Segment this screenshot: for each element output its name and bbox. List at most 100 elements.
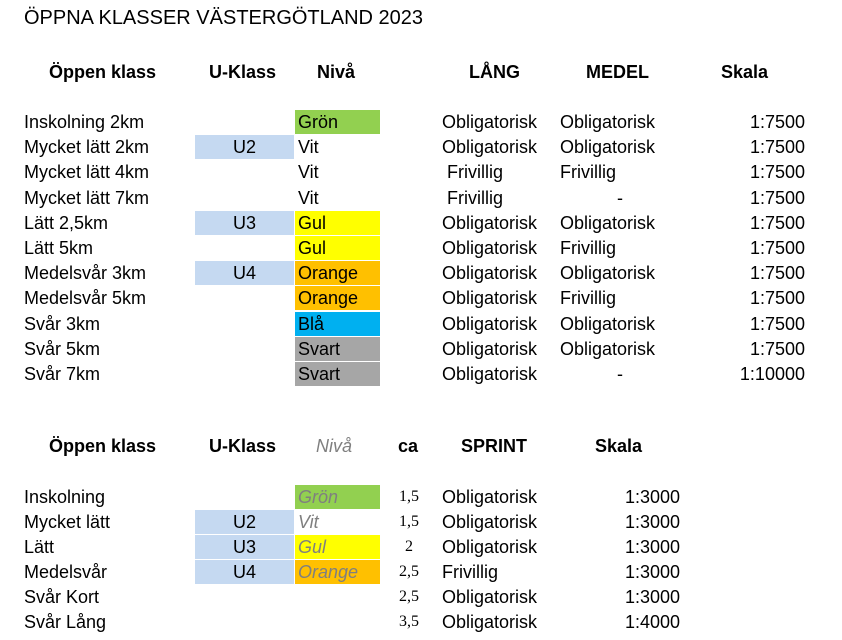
niva-cell: Grön — [298, 112, 339, 132]
niva-color-swatch — [295, 560, 380, 584]
niva-color-swatch — [295, 110, 380, 134]
klass-cell: Svår 7km — [24, 364, 101, 384]
header-niva: Nivå — [316, 436, 353, 456]
niva-cell: Vit — [298, 162, 319, 182]
skala-cell: 1:7500 — [749, 137, 805, 157]
header-lang: LÅNG — [469, 62, 520, 82]
klass-cell: Mycket lätt — [24, 512, 111, 532]
skala-cell: 1:3000 — [624, 587, 680, 607]
u-klass-cell: U2 — [232, 137, 256, 157]
niva-cell: Orange — [298, 562, 359, 582]
skala-cell: 1:3000 — [624, 562, 680, 582]
klass-cell: Svår Kort — [24, 587, 100, 607]
skala-cell: 1:3000 — [624, 487, 680, 507]
header-medel: MEDEL — [586, 62, 649, 82]
page-title: ÖPPNA KLASSER VÄSTERGÖTLAND 2023 — [24, 7, 424, 29]
lang-cell: Obligatorisk — [442, 213, 538, 233]
klass-cell: Medelsvår 3km — [24, 263, 147, 283]
lang-cell: Frivillig — [447, 188, 503, 208]
niva-cell: Gul — [298, 213, 327, 233]
u-klass-bg — [195, 135, 294, 159]
klass-cell: Medelsvår — [24, 562, 108, 582]
skala-cell: 1:3000 — [624, 537, 680, 557]
klass-cell: Svår Lång — [24, 612, 107, 632]
lang-cell: Obligatorisk — [442, 263, 538, 283]
header-skala: Skala — [721, 62, 769, 82]
lang-cell: Frivillig — [447, 162, 503, 182]
niva-cell: Orange — [298, 263, 359, 283]
medel-cell: Obligatorisk — [560, 263, 656, 283]
lang-cell: Obligatorisk — [442, 314, 538, 334]
niva-cell: Grön — [298, 487, 339, 507]
klass-cell: Medelsvår 5km — [24, 288, 147, 308]
u-klass-bg — [195, 510, 294, 534]
niva-cell: Vit — [298, 137, 319, 157]
skala-cell: 1:10000 — [739, 364, 805, 384]
klass-cell: Inskolning — [24, 487, 106, 507]
header-sprint: SPRINT — [461, 436, 528, 456]
klass-cell: Lätt 5km — [24, 238, 94, 258]
medel-cell: Frivillig — [560, 162, 616, 182]
u-klass-cell: U4 — [232, 562, 256, 582]
header-u-klass: U-Klass — [209, 62, 277, 82]
lang-cell: Obligatorisk — [442, 339, 538, 359]
u-klass-cell: U3 — [232, 213, 256, 233]
sprint-cell: Obligatorisk — [442, 612, 538, 632]
sprint-cell: Frivillig — [442, 562, 498, 582]
niva-color-swatch — [295, 261, 380, 285]
klass-cell: Mycket lätt 7km — [24, 188, 150, 208]
medel-cell: Obligatorisk — [560, 314, 656, 334]
skala-cell: 1:3000 — [624, 512, 680, 532]
skala-cell: 1:7500 — [749, 238, 805, 258]
sprint-cell: Obligatorisk — [442, 487, 538, 507]
medel-cell: Obligatorisk — [560, 339, 656, 359]
medel-cell: Frivillig — [560, 288, 616, 308]
niva-cell: Vit — [298, 512, 319, 532]
u-klass-bg — [195, 261, 294, 285]
niva-color-swatch — [295, 236, 380, 260]
skala-cell: 1:4000 — [624, 612, 680, 632]
niva-cell: Vit — [298, 188, 319, 208]
klass-cell: Svår 3km — [24, 314, 101, 334]
ca-cell: 1,5 — [399, 488, 419, 505]
sprint-cell: Obligatorisk — [442, 512, 538, 532]
medel-cell: Obligatorisk — [560, 137, 656, 157]
skala-cell: 1:7500 — [749, 288, 805, 308]
header-u-klass: U-Klass — [209, 436, 277, 456]
skala-cell: 1:7500 — [749, 213, 805, 233]
header-skala: Skala — [595, 436, 643, 456]
skala-cell: 1:7500 — [749, 314, 805, 334]
niva-cell: Gul — [298, 537, 327, 557]
skala-cell: 1:7500 — [749, 263, 805, 283]
u-klass-cell: U2 — [232, 512, 256, 532]
skala-cell: 1:7500 — [749, 112, 805, 132]
lang-cell: Obligatorisk — [442, 112, 538, 132]
niva-color-swatch — [295, 535, 380, 559]
sprint-cell: Obligatorisk — [442, 587, 538, 607]
header-ca: ca — [398, 436, 419, 456]
lang-cell: Obligatorisk — [442, 137, 538, 157]
klass-cell: Mycket lätt 2km — [24, 137, 150, 157]
skala-cell: 1:7500 — [749, 162, 805, 182]
header-oppen-klass: Öppen klass — [49, 62, 157, 82]
skala-cell: 1:7500 — [749, 339, 805, 359]
ca-cell: 2 — [405, 538, 413, 555]
klass-cell: Inskolning 2km — [24, 112, 145, 132]
skala-cell: 1:7500 — [749, 188, 805, 208]
ca-cell: 2,5 — [399, 563, 419, 580]
lang-cell: Obligatorisk — [442, 364, 538, 384]
header-oppen-klass: Öppen klass — [49, 436, 157, 456]
header-niva: Nivå — [317, 62, 356, 82]
medel-cell: - — [617, 364, 623, 384]
medel-cell: - — [617, 188, 623, 208]
u-klass-bg — [195, 535, 294, 559]
niva-cell: Blå — [298, 314, 325, 334]
u-klass-bg — [195, 560, 294, 584]
ca-cell: 2,5 — [399, 588, 419, 605]
u-klass-bg — [195, 211, 294, 235]
niva-color-swatch — [295, 312, 380, 336]
niva-cell: Gul — [298, 238, 327, 258]
ca-cell: 1,5 — [399, 513, 419, 530]
u-klass-cell: U4 — [232, 263, 256, 283]
niva-cell: Svart — [298, 339, 341, 359]
